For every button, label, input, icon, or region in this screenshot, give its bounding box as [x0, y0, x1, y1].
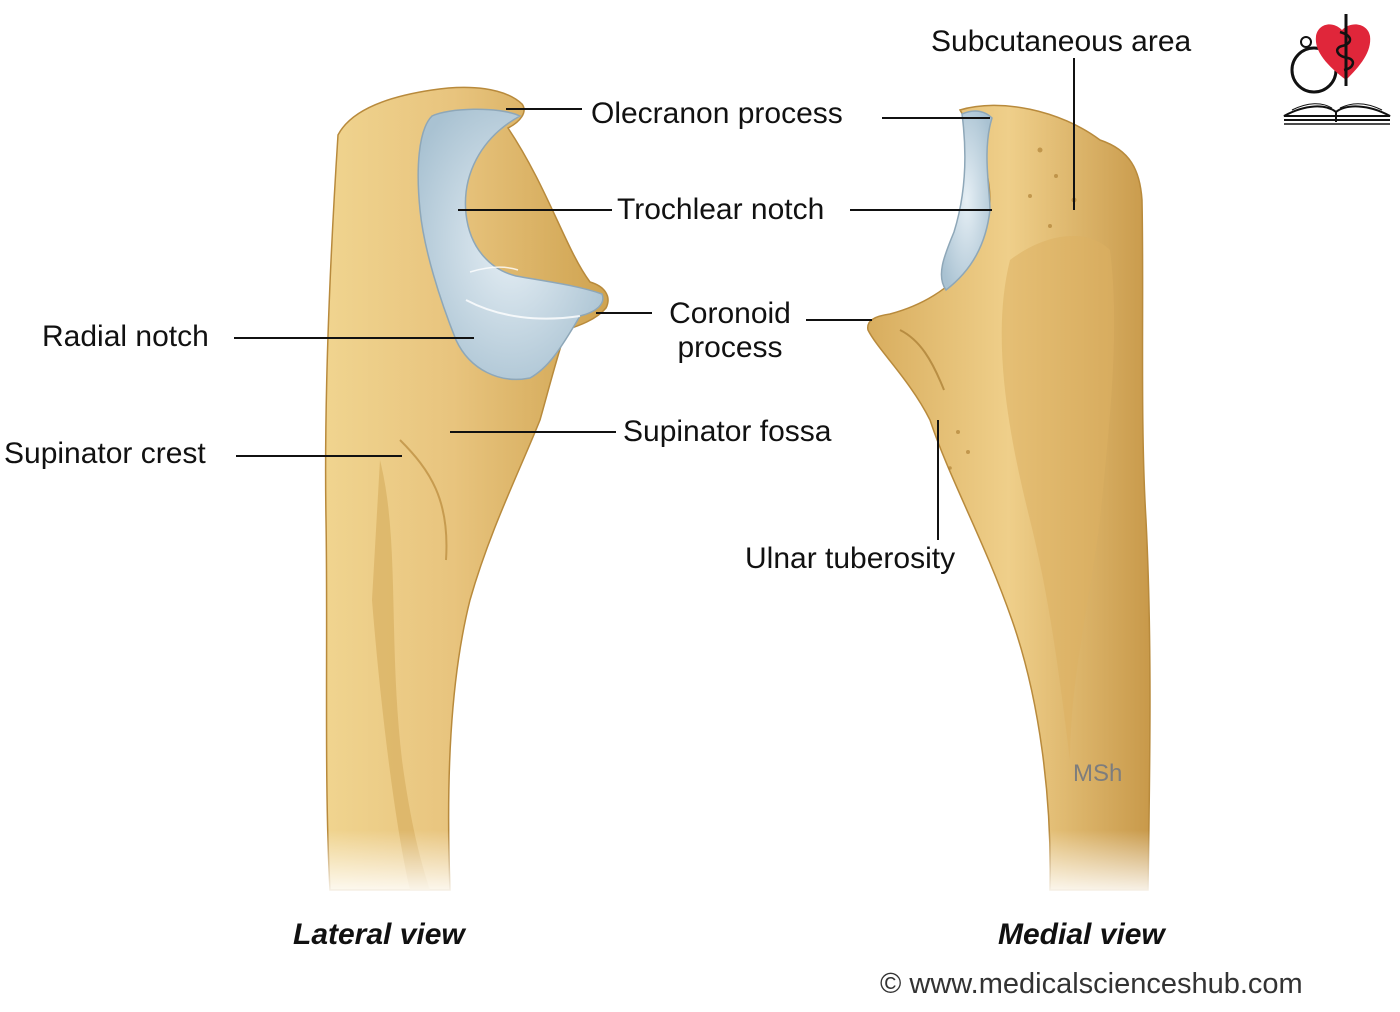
- medial-view-bone: [867, 104, 1180, 900]
- label-olecranon-process: Olecranon process: [591, 97, 843, 130]
- label-ulnar-tuberosity: Ulnar tuberosity: [745, 542, 956, 575]
- leader-lines: [234, 58, 1075, 540]
- msh-watermark: MSh: [1073, 760, 1123, 787]
- label-coronoid-line2: process: [677, 331, 783, 364]
- label-subcutaneous-area: Subcutaneous area: [931, 25, 1192, 58]
- label-coronoid-process: Coronoid process: [658, 297, 802, 365]
- lateral-view-caption: Lateral view: [293, 918, 465, 951]
- label-supinator-fossa: Supinator fossa: [623, 415, 832, 448]
- label-supinator-crest: Supinator crest: [4, 437, 206, 470]
- label-trochlear-notch: Trochlear notch: [617, 193, 825, 226]
- medical-sciences-hub-logo-icon: [1283, 14, 1391, 125]
- copyright-notice: © www.medicalscienceshub.com: [880, 968, 1303, 1000]
- label-radial-notch: Radial notch: [42, 320, 209, 353]
- medial-view-caption: Medial view: [998, 918, 1165, 951]
- label-coronoid-line1: Coronoid: [669, 297, 791, 330]
- lateral-view-bone: [300, 86, 609, 900]
